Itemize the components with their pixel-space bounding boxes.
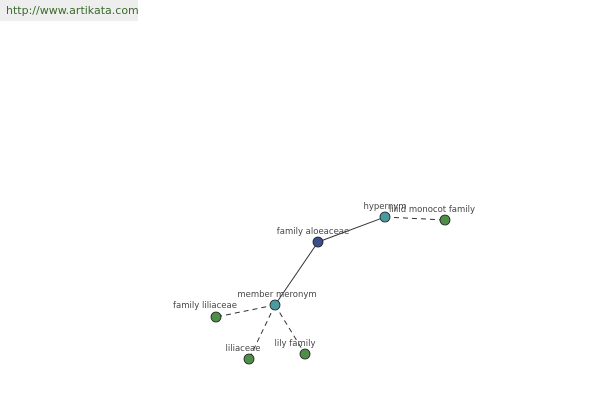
watermark-text: http://www.artikata.com <box>6 4 139 17</box>
node-family-aloeaceae[interactable] <box>312 236 324 248</box>
edges-layer <box>215 216 446 360</box>
label-liliid-monocot-family: liliid monocot family <box>389 205 475 215</box>
node-liliaceae[interactable] <box>243 353 255 365</box>
label-family-aloeaceae: family aloeaceae <box>277 227 350 237</box>
node-member-meronym[interactable] <box>269 299 281 311</box>
edge-member-meronym-to-liliaceae <box>248 304 276 360</box>
edge-hypernym-to-liliid-monocot-family <box>384 216 446 221</box>
node-family-liliaceae[interactable] <box>210 311 222 323</box>
edge-family-aloeaceae-to-hypernym <box>317 216 386 243</box>
edge-member-meronym-to-family-liliaceae <box>215 304 276 318</box>
label-member-meronym: member meronym <box>237 290 316 300</box>
nodes-layer <box>210 211 451 365</box>
node-hypernym[interactable] <box>379 211 391 223</box>
label-lily-family: lily family <box>274 339 315 349</box>
label-hypernym: hypernym <box>363 202 406 212</box>
label-liliaceae: liliaceae <box>226 344 261 354</box>
node-lily-family[interactable] <box>299 348 311 360</box>
watermark-link[interactable]: http://www.artikata.com <box>0 0 139 21</box>
edge-family-aloeaceae-to-member-meronym <box>274 241 319 306</box>
label-family-liliaceae: family liliaceae <box>173 301 237 311</box>
edge-member-meronym-to-lily-family <box>274 304 306 355</box>
node-liliid-monocot-family[interactable] <box>439 214 451 226</box>
